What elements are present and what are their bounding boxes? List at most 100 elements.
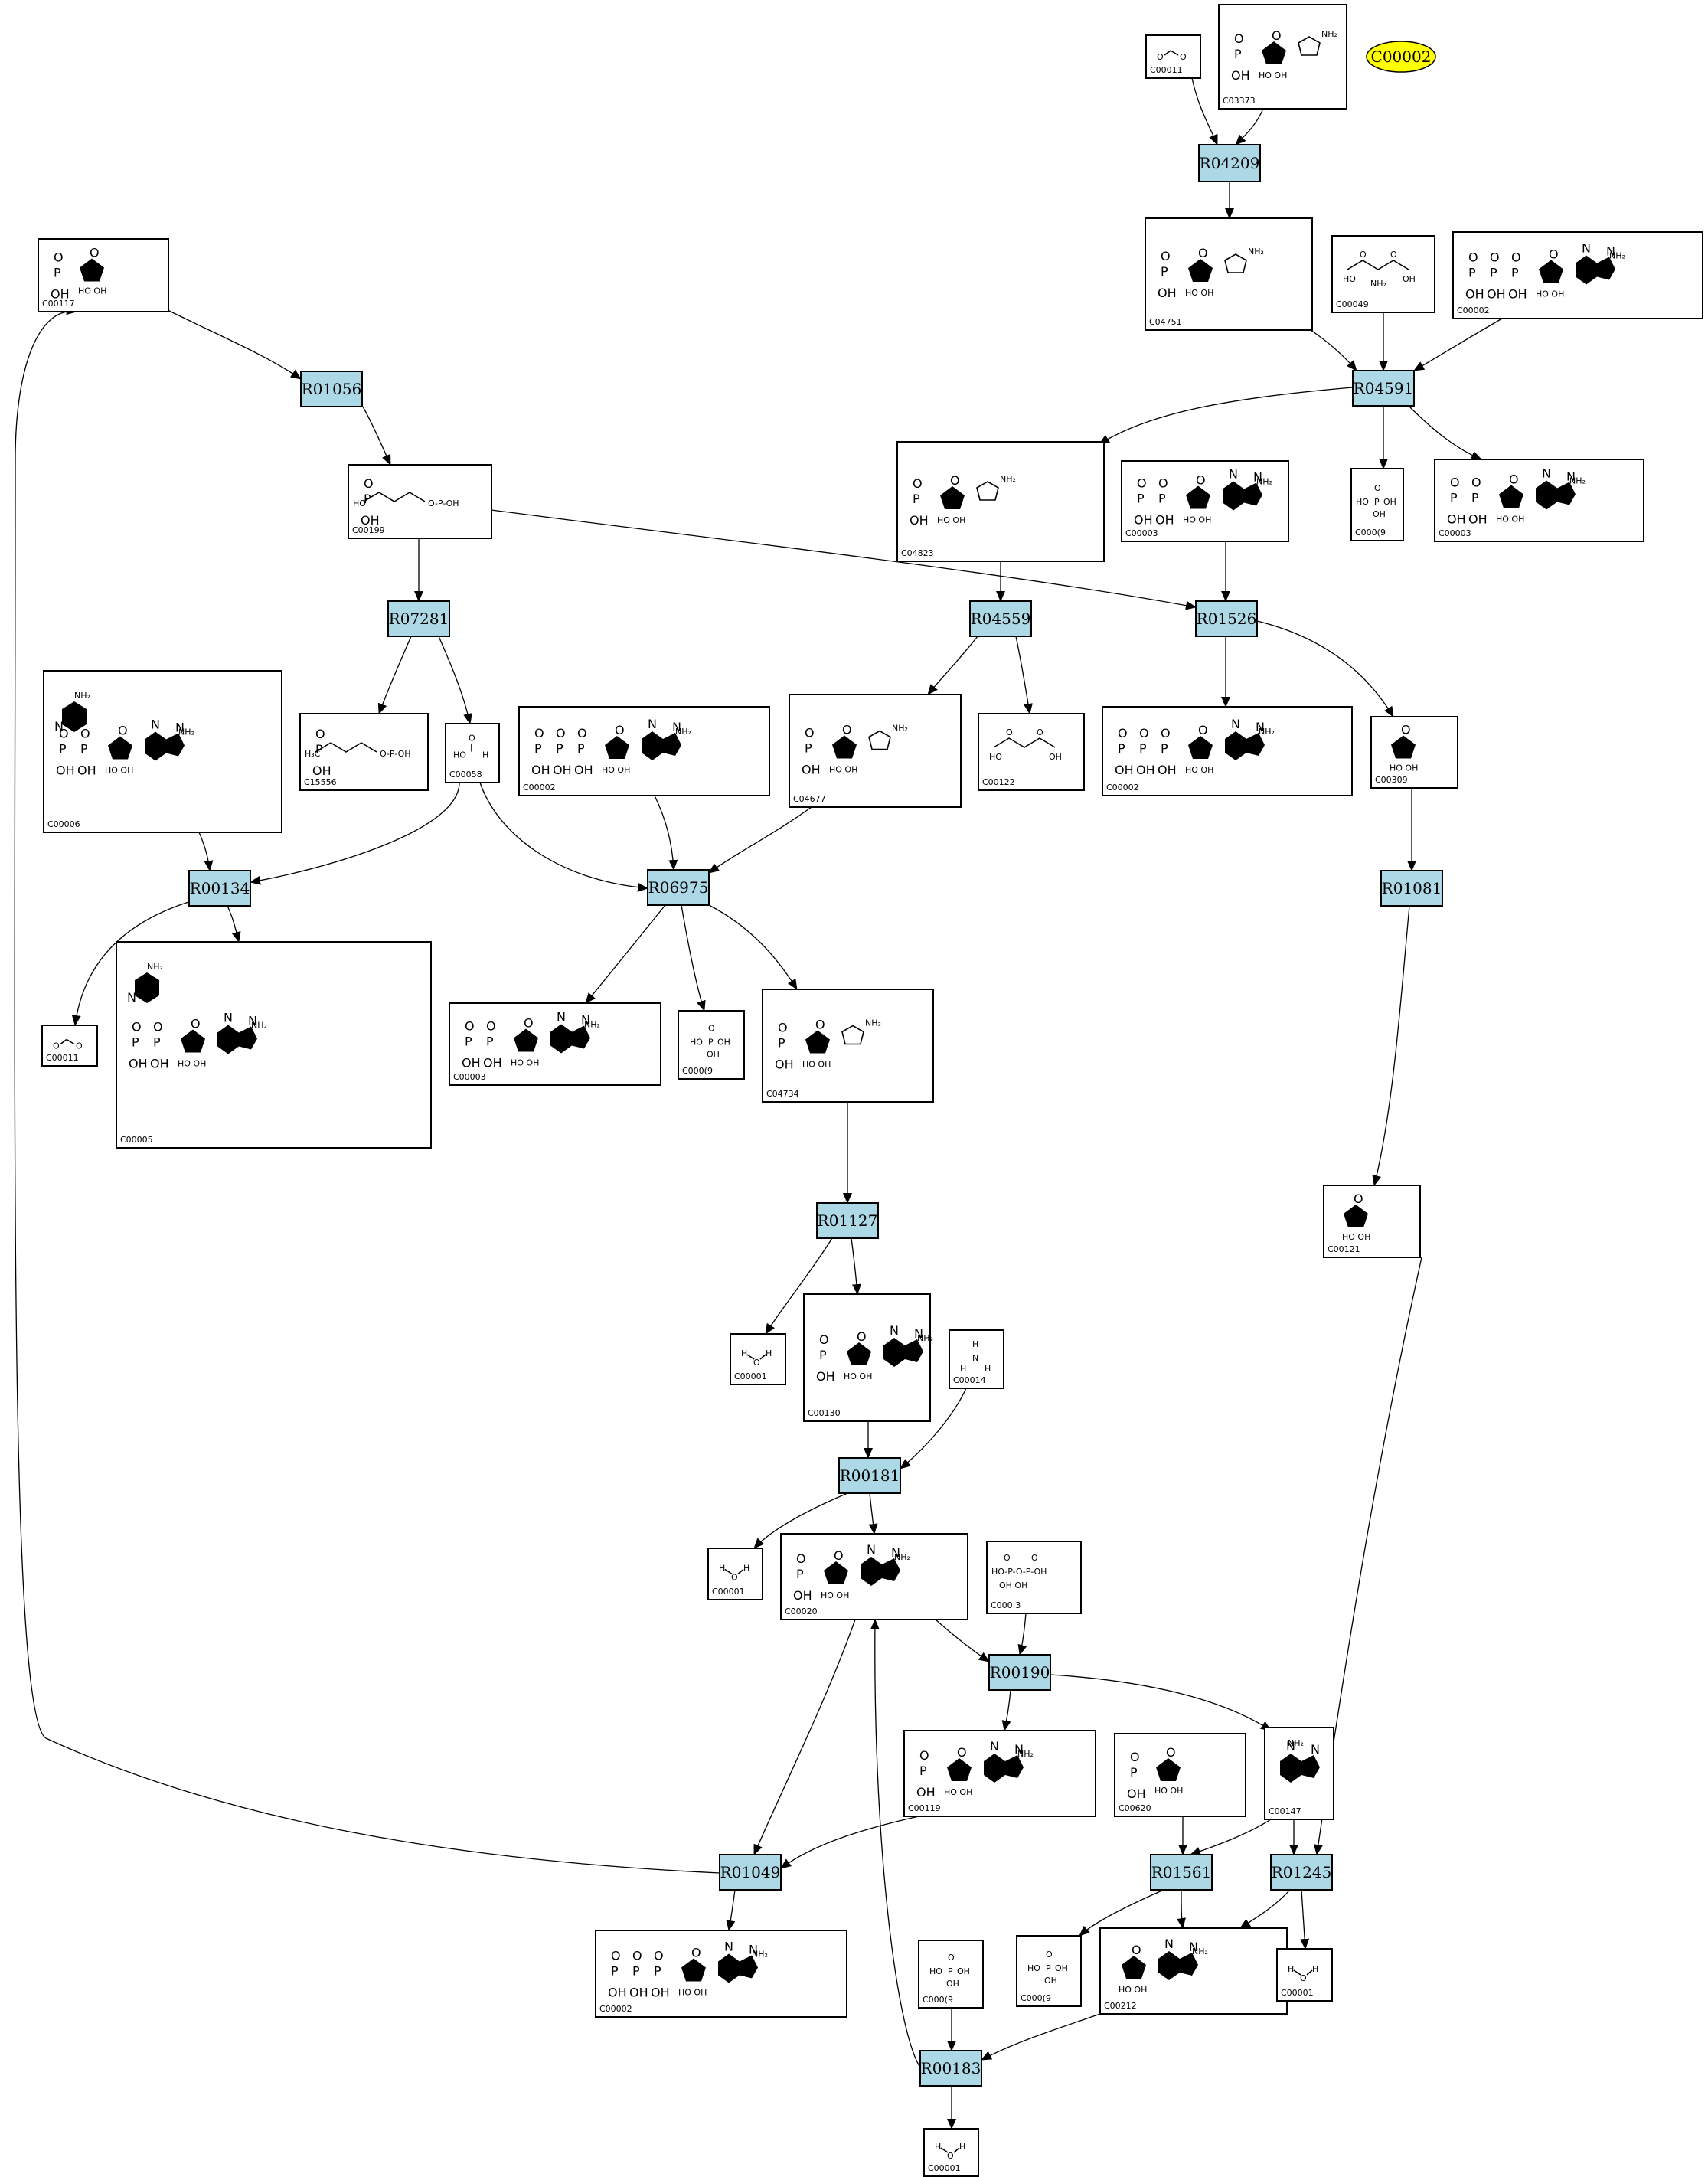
structure-drawing: HO OH (1127, 1745, 1183, 1801)
svg-text:HO: HO (353, 498, 366, 508)
svg-text:NH₂: NH₂ (1000, 474, 1016, 484)
svg-text:HO OH: HO OH (1185, 288, 1213, 298)
reaction-node-r04591[interactable]: R04591 (1352, 370, 1415, 407)
svg-text:HO OH: HO OH (602, 765, 630, 775)
reaction-node-r01056[interactable]: R01056 (300, 371, 363, 407)
compound-id-label: C00002 (1106, 783, 1139, 793)
reaction-node-r00181[interactable]: R00181 (838, 1457, 901, 1494)
reaction-node-r07281[interactable]: R07281 (387, 600, 450, 637)
svg-text:NH₂: NH₂ (74, 691, 90, 701)
highlight-compound-ellipse[interactable]: C00002 (1366, 41, 1436, 73)
reaction-node-r01127[interactable]: R01127 (816, 1202, 879, 1239)
reaction-node-r00134[interactable]: R00134 (188, 870, 251, 907)
svg-text:HO: HO (929, 1966, 942, 1976)
structure-drawing: HO OH (1342, 1191, 1370, 1242)
svg-text:NH₂: NH₂ (675, 727, 691, 737)
reaction-node-r01245[interactable]: R01245 (1270, 1854, 1333, 1891)
svg-text:H₃C: H₃C (305, 749, 321, 759)
reaction-edge (1099, 387, 1354, 445)
reaction-node-r00190[interactable]: R00190 (988, 1654, 1051, 1691)
reaction-node-r00183[interactable]: R00183 (919, 2050, 982, 2087)
svg-text:O: O (1300, 1973, 1307, 1983)
reaction-node-r04559[interactable]: R04559 (969, 600, 1032, 637)
reaction-edge (981, 2013, 1101, 2061)
reaction-edge (765, 1237, 833, 1335)
reaction-node-r01561[interactable]: R01561 (1150, 1854, 1213, 1891)
reaction-node-r01526[interactable]: R01526 (1195, 600, 1258, 637)
reaction-edge (870, 1619, 921, 2068)
reaction-edge (1015, 636, 1033, 714)
reaction-edge (1413, 318, 1503, 371)
svg-text:HO: HO (453, 750, 466, 760)
svg-text:NH₂: NH₂ (1259, 727, 1275, 737)
reaction-node-r01081[interactable]: R01081 (1380, 870, 1443, 907)
svg-text:H: H (960, 1364, 966, 1374)
svg-text:P: P (708, 1038, 714, 1048)
svg-text:O: O (76, 1041, 83, 1051)
reaction-edge (165, 309, 302, 380)
svg-text:H: H (1312, 1964, 1318, 1974)
svg-text:HO: HO (989, 752, 1002, 762)
svg-text:P: P (1374, 497, 1380, 507)
svg-text:NH₂: NH₂ (1017, 1749, 1034, 1759)
svg-text:OH: OH (1049, 752, 1062, 762)
compound-id-label: C00001 (1281, 1988, 1314, 1998)
svg-text:NH₂: NH₂ (1321, 29, 1337, 39)
reaction-node-r04209[interactable]: R04209 (1198, 144, 1261, 182)
reaction-node-r06975[interactable]: R06975 (647, 869, 710, 906)
structure-drawing: NH₂ (1280, 1738, 1320, 1783)
svg-text:HO OH: HO OH (1536, 289, 1564, 299)
svg-text:HO: HO (1356, 497, 1369, 507)
reaction-node-r01049[interactable]: R01049 (719, 1854, 782, 1891)
svg-text:OH: OH (946, 1979, 959, 1989)
compound-id-label: C00001 (734, 1371, 767, 1381)
